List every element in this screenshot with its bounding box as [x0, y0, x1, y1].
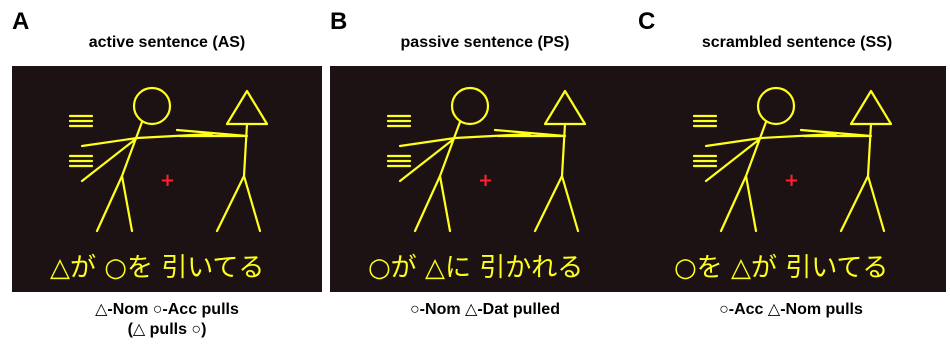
motion-lines-icon: [386, 114, 412, 168]
panel-title: scrambled sentence (SS): [701, 34, 893, 51]
gloss-line: ○-Acc △-Nom pulls: [719, 301, 863, 318]
panel-letter: C: [638, 8, 656, 35]
stimulus-box: + ○が △に 引かれる: [330, 66, 640, 292]
stimulus-figure: + ○が △に 引かれる: [368, 86, 587, 283]
panel-letter: A: [12, 8, 30, 35]
circle-head-figure-icon: [80, 86, 214, 233]
gloss-caption: △-Nom ○-Acc pulls (△ pulls ○): [12, 300, 322, 340]
panel-title: active sentence (AS): [88, 34, 246, 51]
fixation-cross-icon: +: [160, 170, 175, 191]
panel-letter: B: [330, 8, 348, 35]
gloss-line: △-Nom ○-Acc pulls: [95, 301, 239, 318]
stimulus-box: + △が ○を 引いてる: [12, 66, 322, 292]
japanese-sentence: △が ○を 引いてる: [50, 253, 264, 283]
gloss-caption: ○-Nom △-Dat pulled: [330, 300, 640, 320]
gloss-translation: (△ pulls ○): [127, 321, 207, 338]
panel-a: A active sentence (AS) + △が ○を 引いてる △-No…: [12, 0, 322, 349]
motion-lines-icon: [692, 114, 718, 168]
panel-c: C scrambled sentence (SS) + ○を △が 引いてる ○…: [636, 0, 946, 349]
japanese-sentence: ○を △が 引いてる: [674, 253, 888, 283]
fixation-cross-icon: +: [784, 170, 799, 191]
circle-head-figure-icon: [398, 86, 532, 233]
panel-title: passive sentence (PS): [400, 34, 570, 51]
triangle-head-figure-icon: [175, 89, 269, 233]
motion-lines-icon: [68, 114, 94, 168]
circle-head-figure-icon: [704, 86, 838, 233]
triangle-head-figure-icon: [799, 89, 893, 233]
triangle-head-figure-icon: [493, 89, 587, 233]
stimulus-figure: + △が ○を 引いてる: [50, 86, 269, 283]
gloss-caption: ○-Acc △-Nom pulls: [636, 300, 946, 320]
stimulus-box: + ○を △が 引いてる: [636, 66, 946, 292]
fixation-cross-icon: +: [478, 170, 493, 191]
japanese-sentence: ○が △に 引かれる: [368, 253, 583, 283]
stimulus-figure: + ○を △が 引いてる: [674, 86, 893, 283]
gloss-line: ○-Nom △-Dat pulled: [410, 301, 560, 318]
panel-b: B passive sentence (PS) + ○が △に 引かれる ○-N…: [330, 0, 640, 349]
